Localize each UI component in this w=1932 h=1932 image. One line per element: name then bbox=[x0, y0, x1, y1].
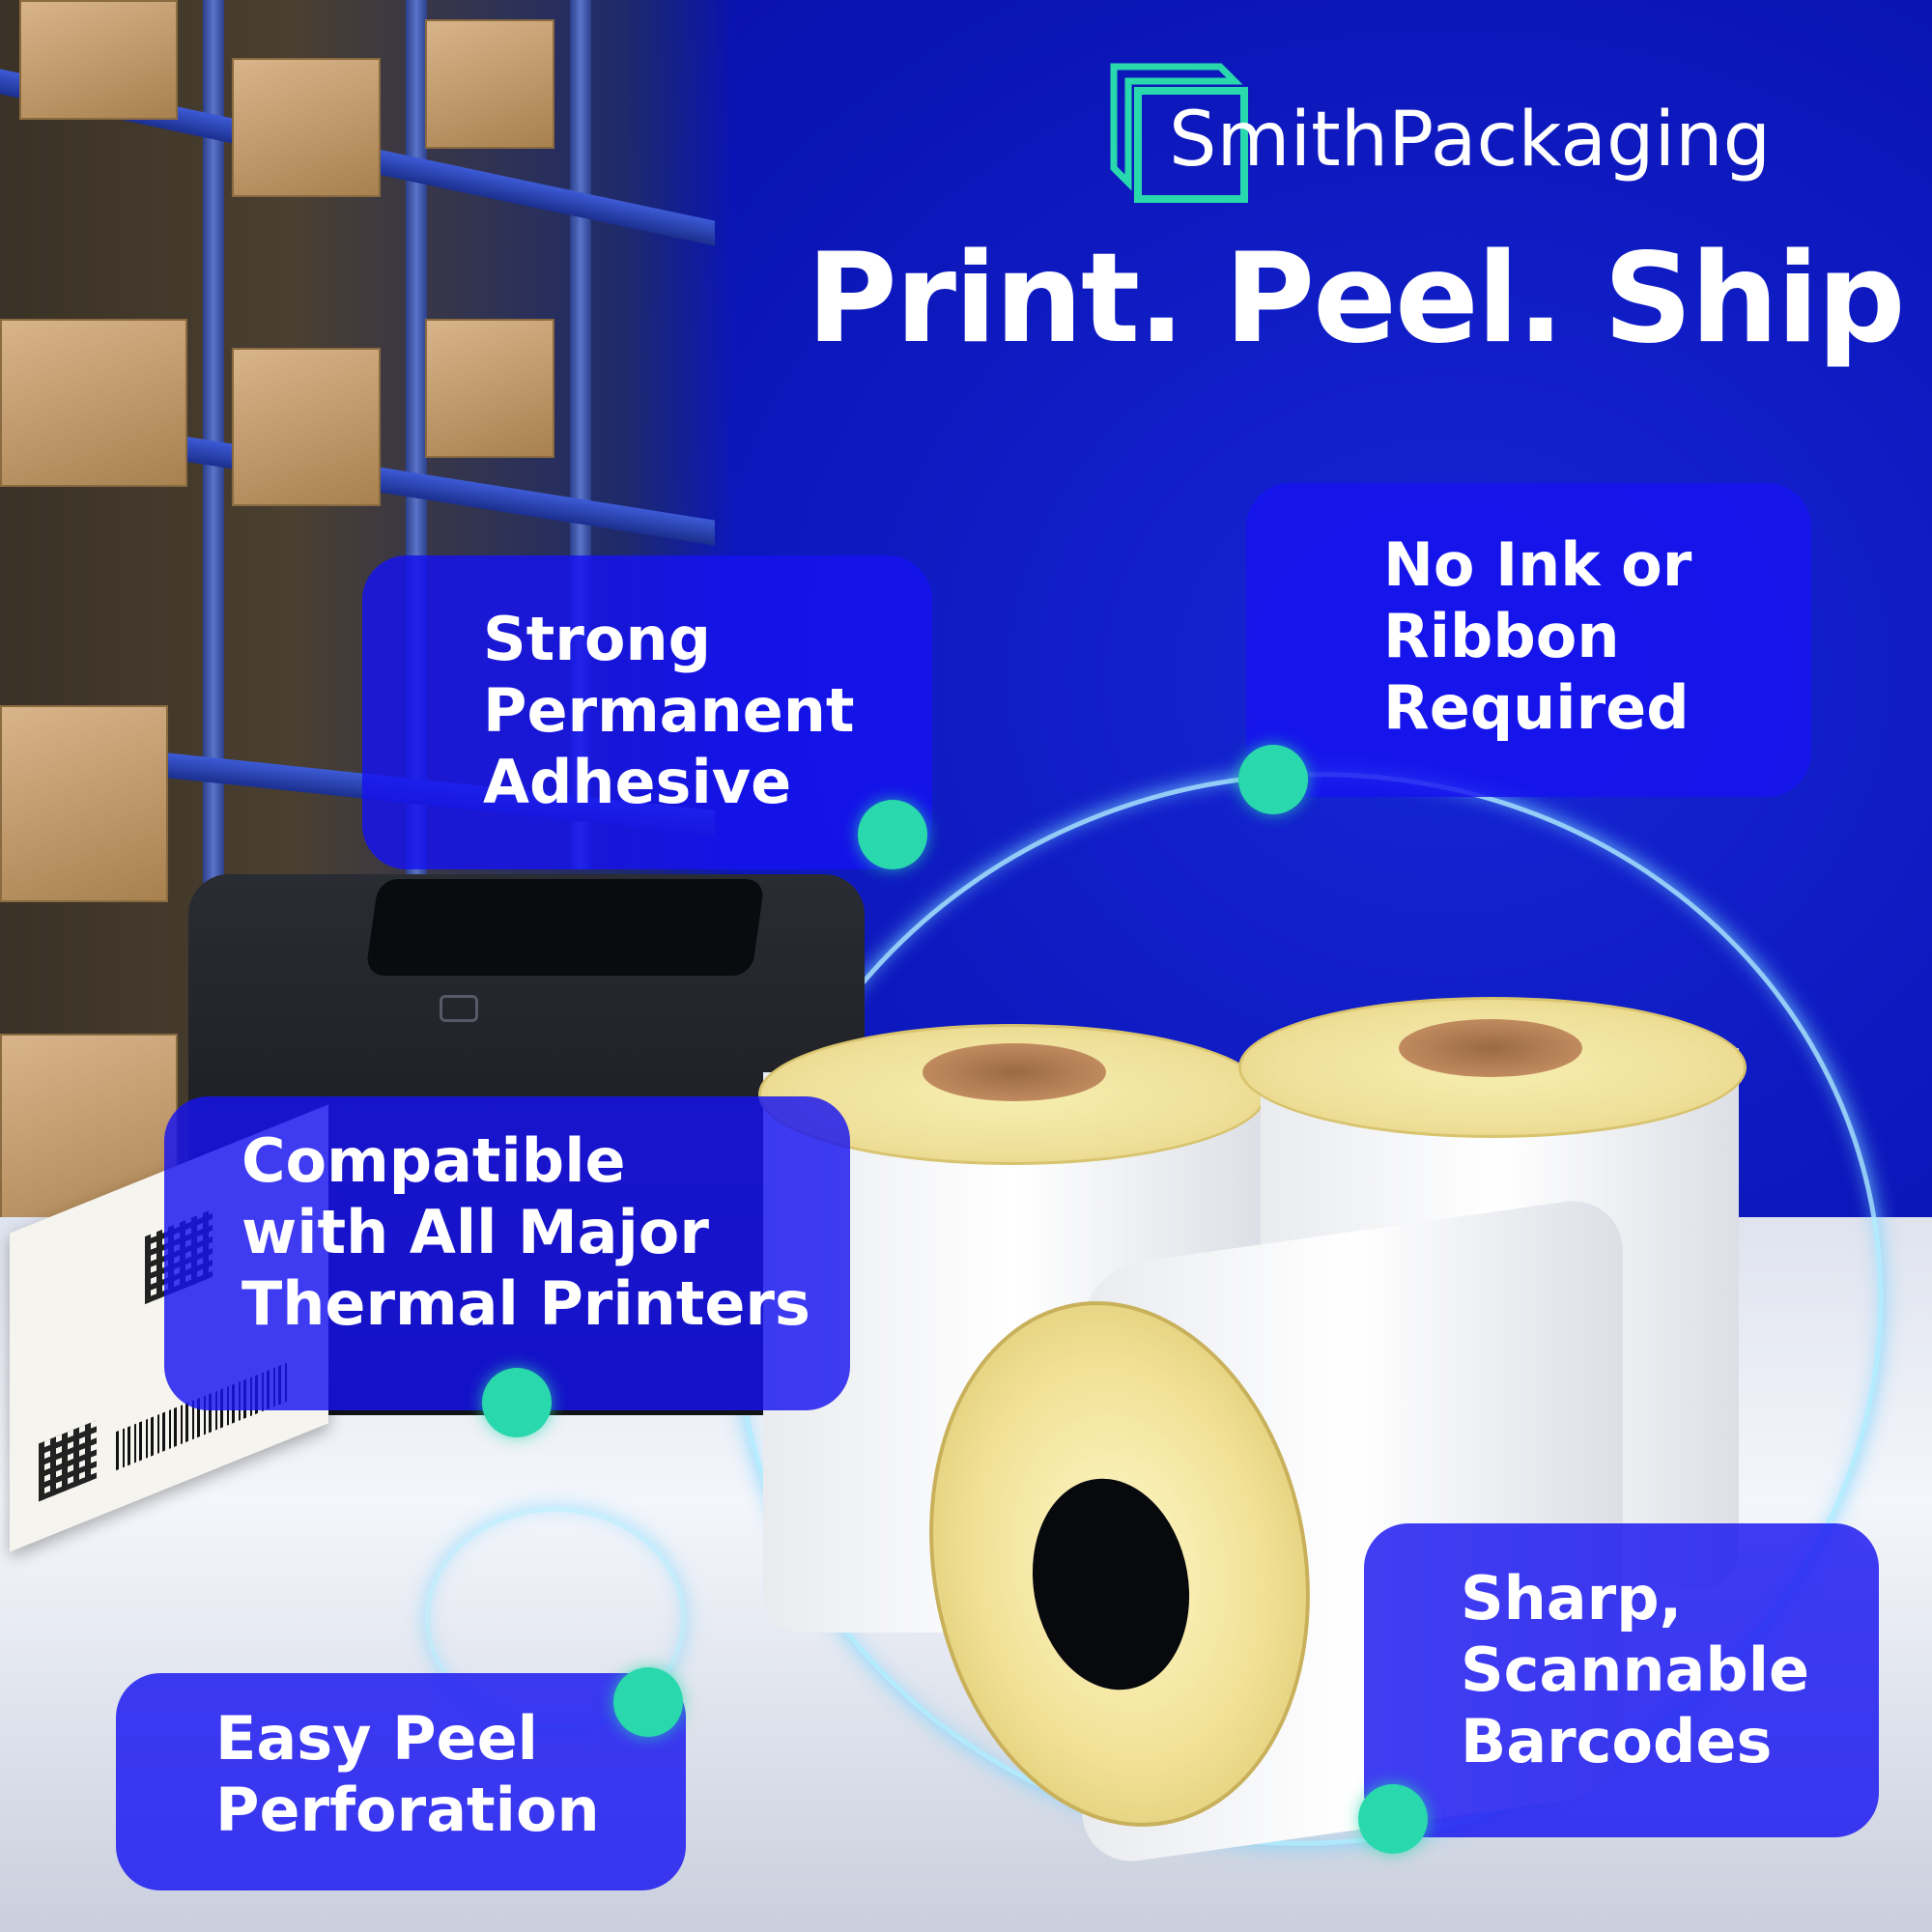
callout-dot bbox=[1358, 1784, 1428, 1854]
printer-button-icon bbox=[440, 995, 478, 1022]
feature-callout-compatible bbox=[164, 1096, 850, 1410]
feature-text-perforation: Easy Peel Perforation bbox=[215, 1703, 600, 1845]
cardboard-box bbox=[19, 0, 178, 120]
feature-text-no-ink: No Ink or Ribbon Required bbox=[1383, 529, 1692, 743]
stacked-squares-logo-icon bbox=[1110, 63, 1248, 203]
roll-core bbox=[1399, 1019, 1582, 1077]
callout-dot bbox=[858, 800, 927, 869]
feature-callout-no-ink bbox=[1246, 483, 1811, 797]
feature-callout-barcodes bbox=[1364, 1523, 1879, 1837]
cardboard-box bbox=[425, 319, 554, 458]
callout-dot bbox=[1238, 745, 1308, 814]
brand-name: SmithPackaging bbox=[1169, 97, 1772, 184]
feature-text-barcodes: Sharp, Scannable Barcodes bbox=[1461, 1563, 1810, 1776]
headline: Print. Peel. Ship bbox=[807, 227, 1906, 371]
printer-lid bbox=[364, 879, 766, 976]
cardboard-box bbox=[232, 58, 381, 197]
roll-core bbox=[923, 1043, 1106, 1101]
cardboard-box bbox=[425, 19, 554, 149]
cardboard-box bbox=[232, 348, 381, 506]
qr-code-icon bbox=[39, 1420, 97, 1502]
cardboard-box bbox=[0, 319, 187, 487]
feature-callout-perforation bbox=[116, 1673, 686, 1890]
callout-dot bbox=[482, 1368, 552, 1437]
callout-dot bbox=[613, 1667, 683, 1737]
feature-callout-adhesive bbox=[362, 555, 932, 869]
feature-text-adhesive: Strong Permanent Adhesive bbox=[483, 604, 855, 817]
feature-text-compatible: Compatible with All Major Thermal Printe… bbox=[242, 1125, 810, 1339]
cardboard-box bbox=[0, 705, 168, 902]
